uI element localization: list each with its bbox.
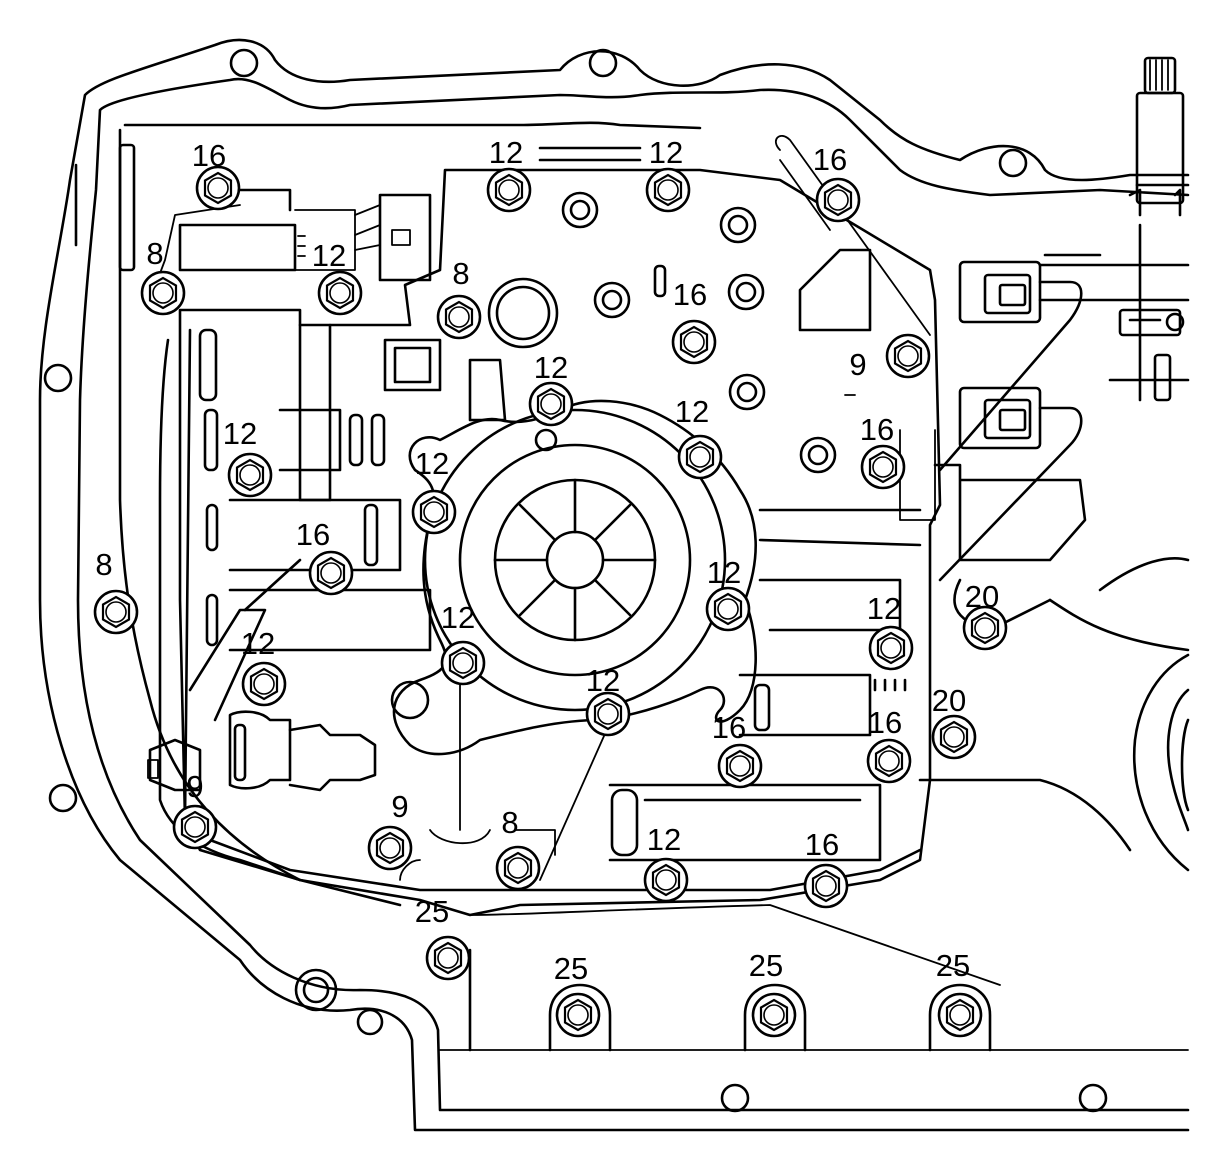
torque-label: 12: [441, 600, 475, 635]
bolt-icon: [677, 434, 723, 480]
torque-label: 8: [146, 236, 163, 271]
torque-label: 12: [312, 238, 346, 273]
bolt-icon: [962, 605, 1008, 651]
torque-label: 12: [647, 822, 681, 857]
bolt-icon: [425, 935, 471, 981]
bolt-icon: [643, 857, 689, 903]
upper-plate-holes: [487, 191, 872, 474]
torque-label: 16: [860, 412, 894, 447]
torque-label: 12: [415, 446, 449, 481]
bolt-icon: [172, 804, 218, 850]
lower-bosses: [439, 948, 1189, 1052]
torque-label: 12: [241, 626, 275, 661]
bolt-icon: [555, 992, 601, 1038]
bolt-icon: [195, 165, 241, 211]
torque-label: 8: [95, 547, 112, 582]
torque-label: 12: [649, 135, 683, 170]
torque-label: 16: [712, 710, 746, 745]
bolt-icon: [585, 691, 631, 737]
bolt-icon: [93, 589, 139, 635]
bolt-icon: [436, 294, 482, 340]
solenoid-connectors: [918, 253, 1190, 872]
torque-label: 25: [936, 948, 970, 983]
torque-label: 12: [867, 591, 901, 626]
torque-label: 12: [586, 663, 620, 698]
bolt-icon: [140, 270, 186, 316]
bolt-icon: [440, 640, 486, 686]
bolt-icon: [803, 863, 849, 909]
torque-label: 25: [554, 951, 588, 986]
bolt-icon: [860, 444, 906, 490]
torque-label: 12: [675, 394, 709, 429]
bolt-group: [93, 165, 1008, 1038]
bolt-icon: [815, 177, 861, 223]
bolt-icon: [495, 845, 541, 891]
shaft-assembly: [1108, 56, 1190, 402]
bolt-icon: [866, 738, 912, 784]
torque-label: 12: [534, 350, 568, 385]
torque-label: 8: [452, 256, 469, 291]
leader-lines: [399, 135, 1001, 986]
bolt-icon: [717, 743, 763, 789]
bolt-icon: [937, 992, 983, 1038]
bolt-icon: [868, 625, 914, 671]
bolt-icon: [931, 714, 977, 760]
bolt-icon: [241, 661, 287, 707]
bolt-icon: [227, 452, 273, 498]
bolt-icon: [528, 381, 574, 427]
torque-label: 16: [192, 138, 226, 173]
torque-label: 8: [501, 805, 518, 840]
torque-label: 25: [415, 894, 449, 929]
bolt-icon: [751, 992, 797, 1038]
torque-label: 12: [489, 135, 523, 170]
bolt-icon: [411, 489, 457, 535]
bolt-icon: [671, 319, 717, 365]
torque-label: 16: [673, 277, 707, 312]
torque-label: 9: [849, 347, 866, 382]
torque-label: 12: [223, 416, 257, 451]
bolt-icon: [885, 333, 931, 379]
torque-label: 16: [805, 827, 839, 862]
torque-label: 25: [749, 948, 783, 983]
torque-label: 12: [707, 555, 741, 590]
torque-label: 9: [391, 789, 408, 824]
lower-right-valves: [608, 578, 907, 862]
bolt-icon: [705, 586, 751, 632]
torque-label: 20: [932, 683, 966, 718]
valve-bores: [147, 323, 922, 792]
bolt-icon: [645, 167, 691, 213]
torque-label: 16: [296, 517, 330, 552]
torque-label: 16: [813, 142, 847, 177]
torque-label: 16: [868, 705, 902, 740]
bolt-icon: [308, 550, 354, 596]
bolt-icon: [317, 270, 363, 316]
torque-label: 20: [965, 579, 999, 614]
bolt-icon: [486, 167, 532, 213]
torque-callouts: 16 12 12 16 8 12 8 16 9 12 12 16 12 12 1…: [95, 135, 999, 986]
bolt-icon: [367, 825, 413, 871]
accumulator-cover: [390, 399, 757, 756]
torque-label: 9: [186, 769, 203, 804]
case-outline: [38, 38, 1190, 1132]
